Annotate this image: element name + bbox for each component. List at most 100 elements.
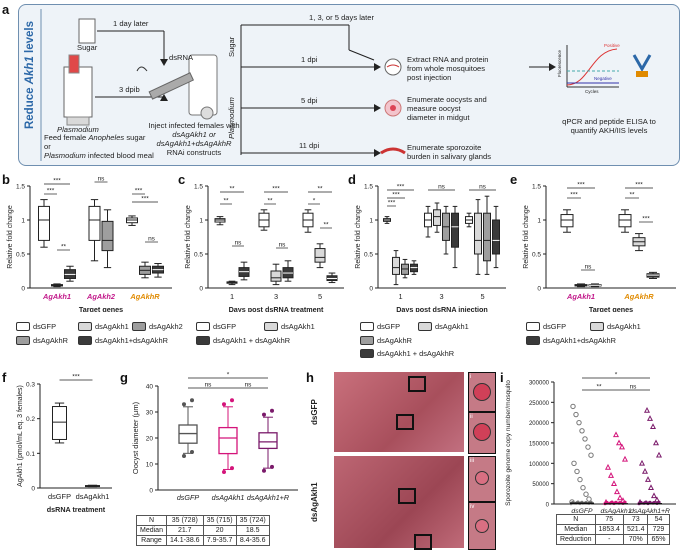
inset-iv <box>468 502 496 550</box>
dpi5-label: 5 dpi <box>301 96 318 105</box>
d-ytick-label-0: 0 <box>369 286 373 293</box>
b-box-4 <box>101 220 114 252</box>
i-point-2-7 <box>655 451 663 458</box>
g-outlier-2-2 <box>262 412 266 417</box>
inset-iii <box>468 456 496 502</box>
c-sig-text-7: * <box>313 198 316 205</box>
d-box-7 <box>451 212 459 248</box>
inset-label-iv: iv <box>470 504 475 510</box>
i-ytick-label-6: 300000 <box>529 381 550 387</box>
d-group-label-0: 1 <box>398 292 402 301</box>
i-sig-text-2: ns <box>630 384 638 391</box>
f-sig-text-0: *** <box>72 374 80 381</box>
legend-b-0: dsGFP <box>16 322 56 331</box>
branch-plasmodium-label: Plasmodium <box>227 97 236 139</box>
c-sig-text-5: ns <box>279 242 287 249</box>
c-sig-text-3: *** <box>272 186 280 193</box>
c-ytick-label-3: 1.5 <box>194 184 203 191</box>
legend-e-0: dsGFP <box>526 322 566 331</box>
panel-letter-f: f <box>2 370 7 385</box>
c-sig-text-6: ** <box>317 186 323 193</box>
g-outlier-1-2 <box>222 402 226 407</box>
i-point-0-1 <box>586 496 592 502</box>
i-point-0-2 <box>583 491 589 497</box>
g-outlier-1-3 <box>230 398 234 403</box>
i-point-1-4 <box>610 480 618 486</box>
g-ytick-label-0: 0 <box>149 488 153 495</box>
panel-letter-b: b <box>2 172 10 187</box>
f-ytick-label-3: 0.3 <box>26 382 35 389</box>
legend-c-1: dsAgAkh1 <box>264 322 315 331</box>
b-sig-text-2: ** <box>61 244 67 251</box>
g-outlier-0-0 <box>182 453 186 458</box>
g-sig-text-0: * <box>227 372 230 379</box>
b2-sig-text-2: ns <box>148 236 156 243</box>
b-xlabel: Target genes <box>79 305 123 312</box>
panel-letter-a: a <box>2 2 10 17</box>
i-point-0-8 <box>585 444 591 450</box>
inset-ii <box>468 412 496 454</box>
i-group-label-0: dsGFP <box>571 508 593 515</box>
legend-b-1: dsAgAkh1 <box>78 322 129 331</box>
c-sig-text-2: ns <box>235 240 243 247</box>
i-point-2-11 <box>643 406 651 413</box>
d-box-10 <box>483 212 491 262</box>
row-label-dsgfp: dsGFP <box>310 399 319 425</box>
panel-a-workflow: Reduce Akh1 levels <box>18 4 680 166</box>
g-group-label-1: dsAgAkh1 <box>212 493 245 502</box>
micro-box-1 <box>408 376 426 392</box>
d-box-11 <box>492 219 500 255</box>
blood-feeder-icon <box>63 66 93 118</box>
i-point-1-5 <box>607 472 615 478</box>
i-ytick-label-4: 200000 <box>529 421 550 427</box>
e-ytick-label-1: 0.5 <box>532 252 541 259</box>
panel-letter-h: h <box>306 370 314 385</box>
i-base-point-1-12 <box>623 500 627 504</box>
i-point-2-6 <box>638 459 646 466</box>
d-ytick-label-3: 1.5 <box>364 184 373 191</box>
i-point-2-4 <box>644 476 652 482</box>
micro-box-4 <box>414 534 432 550</box>
b-sig-text-3: ns <box>98 176 106 183</box>
f-group-label-1: dsAgAkh1 <box>76 492 110 501</box>
legend-d-2: dsAgAkhR <box>360 336 412 345</box>
i-base-point-1-13 <box>610 500 614 504</box>
e-sig-text-3: *** <box>635 182 643 189</box>
i-ytick-label-1: 50000 <box>532 482 549 488</box>
f-ytick-label-2: 0.2 <box>26 416 35 423</box>
e-sig-text-2: ns <box>585 264 593 271</box>
curve-positive-label: Positive <box>604 43 620 48</box>
b-box-3 <box>88 205 101 241</box>
c-sig-text-1: ** <box>223 198 229 205</box>
i-point-0-7 <box>588 452 594 458</box>
legend-b-3: dsAgAkhR <box>16 336 68 345</box>
b2-sig-text-0: *** <box>135 188 143 195</box>
g-outlier-1-0 <box>222 470 226 475</box>
c-xlabel: Days post dsRNA treatment <box>229 305 324 312</box>
f-group-label-0: dsGFP <box>48 492 71 501</box>
c-group-label-1: 3 <box>274 292 278 301</box>
i-sig-text-0: * <box>615 372 618 379</box>
b-ytick-label-3: 1.5 <box>16 184 25 191</box>
panel-letter-g: g <box>120 370 128 385</box>
d-box-5 <box>433 209 441 226</box>
c-ytick-label-1: 0.5 <box>194 252 203 259</box>
micro-box-3 <box>398 488 416 504</box>
i-point-1-7 <box>621 455 629 462</box>
qpcr-curve-icon <box>566 45 619 88</box>
curve-x-label: Cycles <box>585 89 599 94</box>
d-box-1 <box>392 256 400 275</box>
inset-label-ii: ii <box>470 414 473 420</box>
plasmodium-label: Plasmodium <box>57 125 99 134</box>
b-box-0 <box>38 205 50 241</box>
i-point-2-9 <box>649 423 657 430</box>
legend-e-1: dsAgAkh1 <box>590 322 641 331</box>
legend-b-4: dsAgAkh1+dsAgAkhR <box>78 336 168 345</box>
row-label-dsagakh1: dsAgAkh1 <box>310 482 319 522</box>
